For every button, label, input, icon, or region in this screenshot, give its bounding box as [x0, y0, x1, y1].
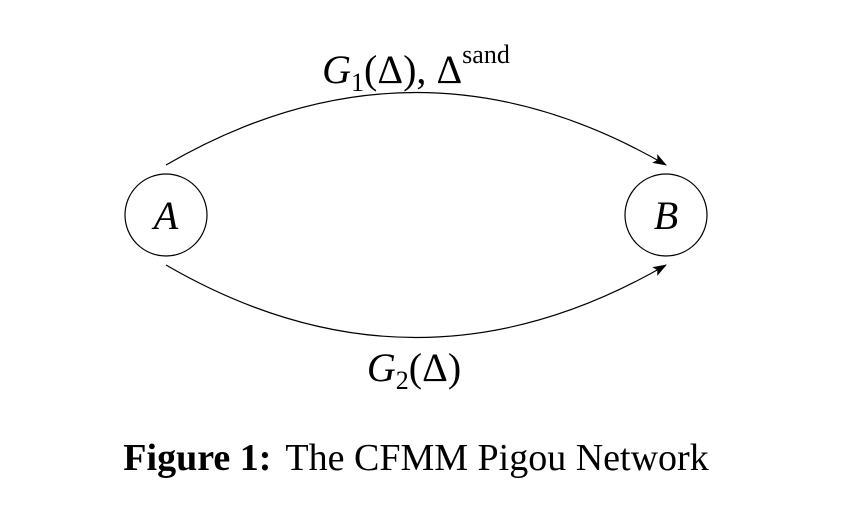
node-a: A — [124, 173, 208, 257]
node-b-circle — [624, 173, 708, 257]
edge-top-label: G1(Δ),Δsand — [322, 40, 510, 97]
edge-top-open-paren: ( — [364, 47, 377, 92]
node-a-circle — [124, 173, 208, 257]
edge-top-arrow — [165, 91, 667, 166]
edge-top-superscript: sand — [462, 40, 510, 69]
edge-bottom-label: G2(Δ) — [367, 345, 461, 395]
edge-top-delta: Δ — [377, 47, 403, 92]
edge-top-delta-sand: Δ — [436, 47, 462, 92]
edge-bottom-g-subscript: 2 — [396, 366, 409, 395]
node-a-label: A — [151, 193, 179, 238]
figure-caption: Figure 1: The CFMM Pigou Network — [123, 437, 708, 479]
edge-top-g: G — [322, 47, 351, 92]
edge-bottom-delta: Δ — [422, 345, 448, 390]
node-b: B — [624, 173, 708, 257]
node-b-label: B — [654, 193, 678, 238]
edge-bottom-g: G — [367, 345, 396, 390]
caption-text: The CFMM Pigou Network — [285, 437, 708, 479]
caption-prefix: Figure 1: — [123, 437, 271, 479]
edge-bottom-close-paren: ) — [448, 345, 461, 390]
edge-bottom-arrow — [165, 264, 667, 339]
edge-top-g-subscript: 1 — [351, 68, 364, 97]
edge-bottom-open-paren: ( — [409, 345, 422, 390]
edge-top-close-paren: ), — [403, 47, 426, 92]
